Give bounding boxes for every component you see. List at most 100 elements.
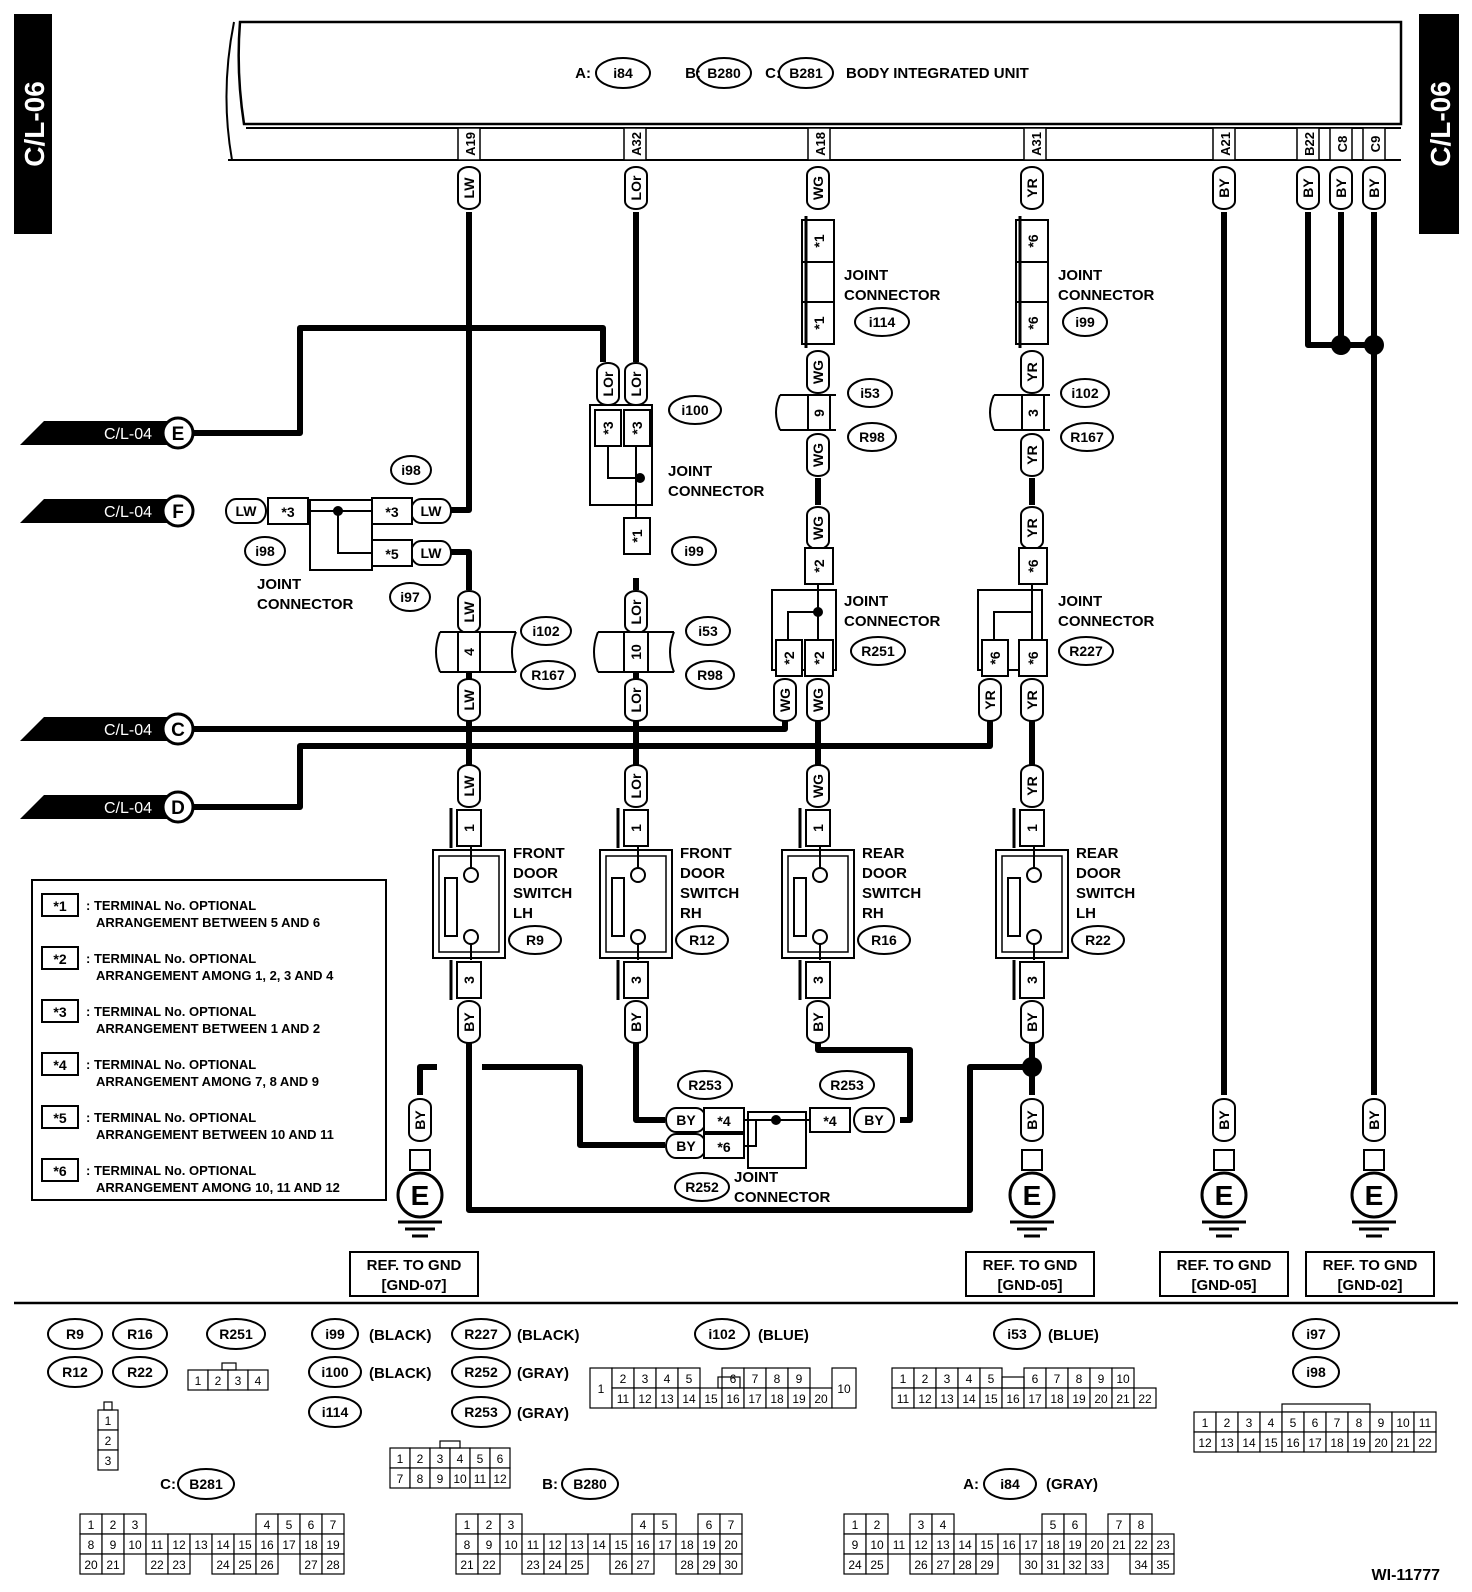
svg-text:30: 30 — [724, 1558, 738, 1572]
svg-text:27: 27 — [304, 1558, 318, 1572]
svg-text:C8: C8 — [1335, 136, 1350, 153]
svg-text:R9: R9 — [66, 1326, 84, 1342]
svg-text:1: 1 — [900, 1372, 907, 1386]
wire-tag: LW — [410, 540, 452, 566]
svg-text:1: 1 — [464, 1518, 471, 1532]
svg-text:14: 14 — [592, 1538, 606, 1552]
svg-text:LW: LW — [461, 775, 477, 797]
svg-text:RH: RH — [680, 905, 702, 922]
svg-text:21: 21 — [106, 1558, 120, 1572]
svg-text:C:: C: — [765, 65, 781, 82]
wire-tag: LW — [410, 498, 452, 524]
svg-text:24: 24 — [548, 1558, 562, 1572]
svg-text:1: 1 — [397, 1452, 404, 1466]
joint-connector-i99-top: *6 *6 JOINT CONNECTOR i99 — [1015, 216, 1155, 348]
svg-text:WG: WG — [810, 443, 826, 467]
svg-text:1: 1 — [105, 1414, 112, 1428]
svg-text:*3: *3 — [385, 504, 398, 520]
svg-text:DOOR: DOOR — [862, 865, 907, 882]
svg-text:A18: A18 — [813, 132, 828, 156]
svg-text:13: 13 — [660, 1392, 674, 1406]
svg-text:YR: YR — [1024, 362, 1040, 381]
svg-text:13: 13 — [570, 1538, 584, 1552]
svg-text:3: 3 — [918, 1518, 925, 1532]
svg-text:3: 3 — [508, 1518, 515, 1532]
svg-text:SWITCH: SWITCH — [680, 885, 739, 902]
svg-text:LOr: LOr — [628, 687, 644, 712]
svg-text:20: 20 — [84, 1558, 98, 1572]
svg-text:YR: YR — [1024, 518, 1040, 537]
svg-text:8: 8 — [1356, 1416, 1363, 1430]
svg-text:17: 17 — [1308, 1436, 1322, 1450]
svg-text:F: F — [172, 502, 184, 523]
page-tag-left: C/L-06 — [14, 14, 52, 234]
svg-text:R98: R98 — [859, 429, 885, 445]
svg-text:(BLACK): (BLACK) — [369, 1365, 431, 1382]
svg-text:i102: i102 — [708, 1326, 735, 1342]
svg-text:BY: BY — [1366, 178, 1382, 198]
wire-tag: BY — [1362, 166, 1386, 210]
svg-text:6: 6 — [308, 1518, 315, 1532]
svg-text:27: 27 — [936, 1558, 950, 1572]
svg-text:25: 25 — [870, 1558, 884, 1572]
svg-text:20: 20 — [1374, 1436, 1388, 1450]
svg-text:ARRANGEMENT AMONG 7, 8 AND 9: ARRANGEMENT AMONG 7, 8 AND 9 — [96, 1074, 319, 1089]
wire-tag: BY — [1329, 166, 1353, 210]
svg-text:[GND-02]: [GND-02] — [1337, 1277, 1402, 1294]
svg-text:5: 5 — [686, 1372, 693, 1386]
svg-text:11: 11 — [893, 1538, 906, 1552]
svg-text:A19: A19 — [463, 132, 478, 156]
svg-text:7: 7 — [728, 1518, 735, 1532]
svg-text:28: 28 — [326, 1558, 340, 1572]
svg-text:YR: YR — [1024, 445, 1040, 464]
wire-tag: LW — [457, 678, 481, 722]
inline-connector-i102-R167-yr: 3 i102 R167 — [989, 378, 1114, 452]
svg-text:3: 3 — [642, 1372, 649, 1386]
svg-text:R227: R227 — [464, 1326, 498, 1342]
svg-text:BY: BY — [1300, 178, 1316, 198]
svg-text:R98: R98 — [697, 667, 723, 683]
svg-text:16: 16 — [1002, 1538, 1016, 1552]
svg-text:LW: LW — [461, 601, 477, 623]
svg-text:25: 25 — [238, 1558, 252, 1572]
svg-text:31: 31 — [1046, 1558, 1060, 1572]
junction-dots — [1022, 335, 1384, 1077]
svg-text:BY: BY — [1333, 178, 1349, 198]
wire-tag: LOr — [624, 764, 648, 808]
svg-text:14: 14 — [1242, 1436, 1256, 1450]
joint-connector-R227: *6 *6 *6 JOINT CONNECTOR R227 — [977, 547, 1155, 677]
svg-text:6: 6 — [1072, 1518, 1079, 1532]
svg-text:ARRANGEMENT AMONG 1, 2, 3 AND: ARRANGEMENT AMONG 1, 2, 3 AND 4 — [96, 968, 334, 983]
svg-text:15: 15 — [1264, 1436, 1278, 1450]
svg-text:2: 2 — [874, 1518, 881, 1532]
wire-tag: WG — [806, 506, 830, 550]
svg-text:R252: R252 — [464, 1364, 498, 1380]
svg-text:18: 18 — [1050, 1392, 1064, 1406]
wire-tag: LW — [457, 590, 481, 634]
svg-text:R227: R227 — [1069, 643, 1103, 659]
svg-text:10: 10 — [504, 1538, 518, 1552]
svg-text:19: 19 — [792, 1392, 806, 1406]
svg-text:11: 11 — [474, 1472, 487, 1486]
svg-text:6: 6 — [706, 1518, 713, 1532]
svg-text:CONNECTOR: CONNECTOR — [734, 1189, 831, 1206]
svg-text:9: 9 — [486, 1538, 493, 1552]
svg-text:BY: BY — [864, 1112, 884, 1128]
svg-text:BY: BY — [1216, 1110, 1232, 1130]
svg-text:5: 5 — [286, 1518, 293, 1532]
svg-text:24: 24 — [216, 1558, 230, 1572]
svg-text:*1: *1 — [811, 316, 827, 329]
svg-text:11: 11 — [1419, 1416, 1432, 1430]
svg-text:R253: R253 — [688, 1077, 722, 1093]
svg-text:3: 3 — [1246, 1416, 1253, 1430]
